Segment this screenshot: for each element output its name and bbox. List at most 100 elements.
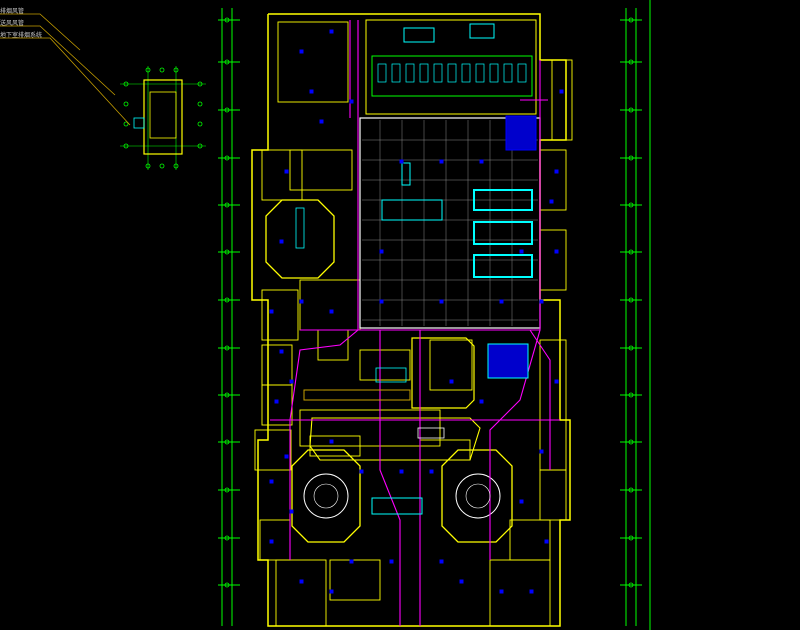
diffuser [529,589,534,594]
leader-line [0,25,116,96]
diffuser [329,309,334,314]
diffuser [359,469,364,474]
diffuser [499,589,504,594]
diffuser [279,349,284,354]
legend-item-label: 地下室排烟系统 [0,32,43,39]
diffuser [269,309,274,314]
equipment [133,117,145,129]
diffuser [379,299,384,304]
equipment [489,63,499,83]
diffuser [559,89,564,94]
diffuser [279,239,284,244]
room [317,329,349,361]
legend-item-label: 排烟风管 [0,8,25,15]
diffuser [449,379,454,384]
axis-grid-layer [120,0,651,630]
room [261,149,303,201]
detail-plan-outline [143,79,183,155]
diffuser [554,249,559,254]
diffuser [399,469,404,474]
duct-run [529,329,551,470]
equipment [377,63,387,83]
equipment-layer [133,23,537,515]
axis-bubble [628,59,634,65]
axis-bubble [159,67,165,73]
detail-plan-core [149,91,177,139]
axis-bubble [224,59,230,65]
diffuser [349,559,354,564]
room [254,429,292,471]
round-atrium [303,473,349,519]
diffuser [519,499,524,504]
stair [295,207,305,249]
diffuser [549,199,554,204]
axis-bubble [197,121,203,127]
leader-line [0,13,81,51]
equipment-block [505,115,537,151]
diffuser [284,454,289,459]
legend-item-label: 送风风管 [0,20,25,27]
fixture-layer [269,29,564,594]
equipment [391,63,401,83]
diffuser [299,299,304,304]
axis-bubble [628,17,634,23]
octagonal-room [291,449,361,543]
equipment-block [473,254,533,278]
legend-item: 排烟风管 [0,8,130,20]
axis-bubble [224,17,230,23]
equipment-block [473,189,533,211]
duct-run [379,330,401,626]
axis-bubble [628,535,634,541]
diffuser [499,299,504,304]
axis-bubble [123,121,129,127]
octagonal-room [411,337,475,409]
diffuser [439,159,444,164]
axis-bubble [224,439,230,445]
axis-bubble [628,392,634,398]
diffuser [459,579,464,584]
diffuser [539,449,544,454]
equipment [401,162,411,186]
mechanical-equipment [371,55,533,97]
diffuser [269,479,274,484]
equipment [447,63,457,83]
equipment [405,63,415,83]
diffuser [289,379,294,384]
equipment [475,63,485,83]
mechanical-room [365,19,537,115]
diffuser [389,559,394,564]
diffuser [309,89,314,94]
round-atrium-core [465,483,491,509]
axis-bubble [159,163,165,169]
room [509,519,551,561]
equipment [417,427,445,439]
axis-bubble [628,202,634,208]
diffuser [379,249,384,254]
axis-bubble [197,101,203,107]
diffuser [269,539,274,544]
room [261,344,293,386]
axis-bubble [628,345,634,351]
diffuser [439,559,444,564]
equipment [375,367,407,383]
room [261,289,299,341]
room [289,149,353,191]
axis-bubble [123,101,129,107]
axis-bubble [224,202,230,208]
octagonal-room [265,199,335,279]
room [329,559,381,601]
diffuser [479,159,484,164]
diffuser [329,29,334,34]
diffuser [439,299,444,304]
stair [303,389,411,401]
duct-run [289,20,359,560]
axis-bubble [224,155,230,161]
round-atrium-core [313,483,339,509]
equipment [461,63,471,83]
axis-bubble [224,345,230,351]
diffuser [479,399,484,404]
axis-bubble [224,107,230,113]
axis-bubble [224,535,230,541]
equipment [469,23,495,39]
